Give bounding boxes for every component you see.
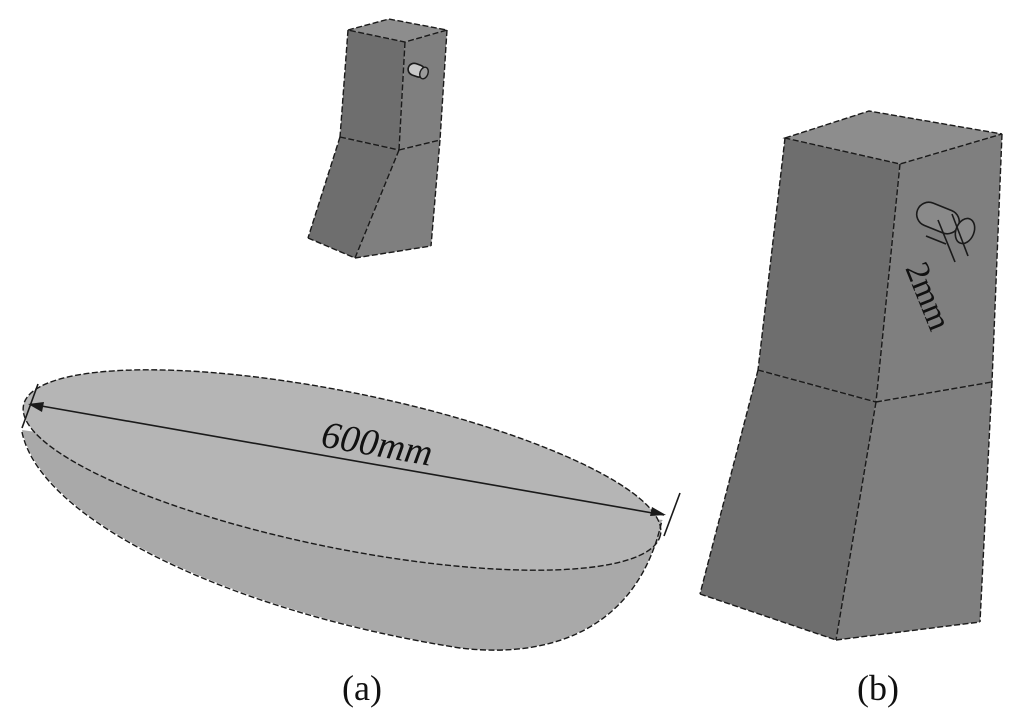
diameter-tick-right [663, 492, 681, 537]
dish-reflector: 600mm [21, 369, 681, 651]
small-block-upper-front [399, 30, 447, 150]
large-block-lower-side [700, 370, 876, 640]
large-block-top-face [785, 111, 1002, 164]
diameter-arrow-right [650, 507, 666, 516]
large-block-upper-side [758, 138, 900, 402]
small-block-lower-front [355, 140, 440, 258]
small-cylinder-hole [407, 62, 429, 80]
large-block-lower-front [836, 382, 992, 640]
large-detector-block: 2mm [699, 110, 1003, 641]
large-block-upper-front [876, 134, 1002, 402]
panel-a-label: (a) [342, 668, 382, 708]
large-cylinder-hole [915, 201, 976, 263]
small-block-lower-side [308, 137, 399, 258]
dish-rim [23, 369, 661, 571]
dish-diameter-line [29, 403, 665, 516]
small-block-upper-side [340, 30, 405, 150]
small-block-top-face [348, 19, 447, 42]
diameter-tick-left [21, 383, 39, 429]
small-detector-block [307, 18, 448, 259]
diameter-arrow-left [28, 402, 44, 412]
panel-b-label: (b) [857, 668, 899, 708]
